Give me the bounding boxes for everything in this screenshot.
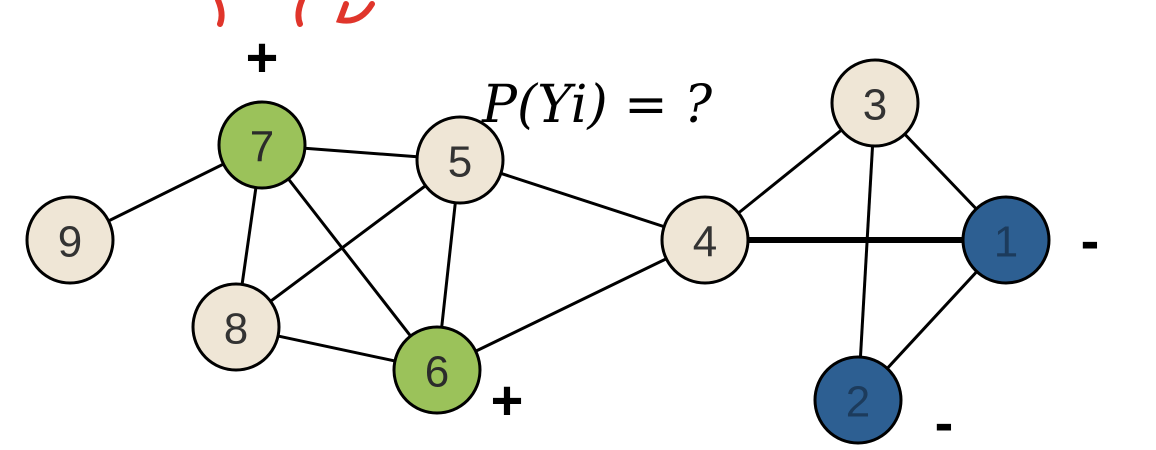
edge-7-6 [260,144,439,371]
node-3: 3 [830,58,920,148]
edge-5-8 [235,158,461,329]
node-label-5: 5 [448,138,472,187]
node-label-6: 6 [425,348,449,397]
sign-node-6: + [491,369,524,432]
node-label-3: 3 [863,81,887,130]
edge-6-4 [436,238,706,372]
node-1: 1 [961,195,1051,285]
edge-3-2 [856,102,877,401]
node-circle-4 [660,195,750,285]
red-cropped-mark [215,0,375,27]
node-circle-6 [392,325,482,415]
sign-node-7: + [246,26,279,89]
node-4: 4 [660,195,750,285]
node-circle-9 [25,195,115,285]
node-5: 5 [415,115,505,205]
node-label-2: 2 [846,378,870,427]
node-label-4: 4 [693,218,717,267]
query-label: P(Yi) = ? [481,75,713,135]
node-9: 9 [25,195,115,285]
node-8: 8 [191,282,281,372]
node-label-7: 7 [250,123,274,172]
sign-node-2: - [935,391,954,450]
signs-layer: + + - - [246,26,1100,450]
node-7: 7 [217,100,307,190]
node-circle-3 [830,58,920,148]
nodes-layer: 1 2 3 4 5 6 7 8 9 [25,58,1051,445]
node-circle-8 [191,282,281,372]
sign-node-1: - [1081,209,1100,272]
node-circle-7 [217,100,307,190]
node-label-8: 8 [224,305,248,354]
node-6: 6 [392,325,482,415]
node-circle-1 [961,195,1051,285]
node-circle-5 [415,115,505,205]
node-label-9: 9 [58,218,82,267]
node-2: 2 [813,355,903,445]
node-label-1: 1 [994,218,1018,267]
node-circle-2 [813,355,903,445]
